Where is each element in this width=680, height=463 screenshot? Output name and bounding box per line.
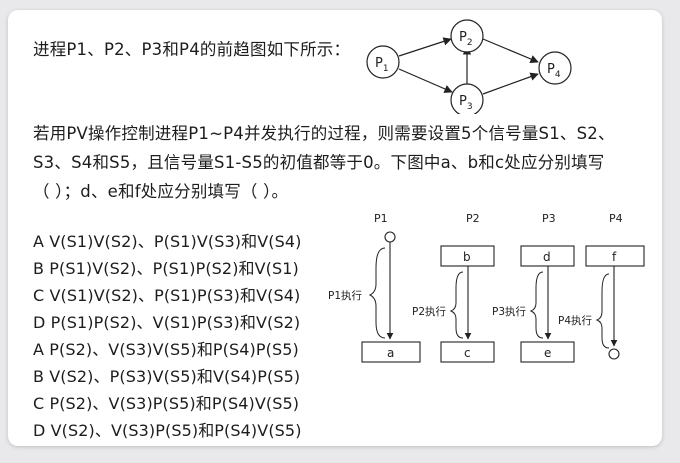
precedence-edge-p1-p2 bbox=[398, 37, 452, 57]
precedence-edge-p1-p3 bbox=[398, 68, 453, 93]
header-p2: P2 bbox=[466, 212, 480, 225]
question-line-1: 若用PV操作控制进程P1~P4并发执行的过程，则需要设置5个信号量S1、S2、 bbox=[33, 124, 615, 143]
question-line-2: S3、S4和S5，且信号量S1-S5的初值都等于0。下图中a、b和c处应分别填写 bbox=[33, 153, 605, 172]
box-a bbox=[361, 341, 421, 363]
box-d-label: d bbox=[543, 250, 551, 264]
p3-brace bbox=[529, 271, 544, 339]
box-b-label: b bbox=[463, 250, 471, 264]
option-7: C P(S2)、V(S3)P(S5)和P(S4)V(S5) bbox=[33, 394, 300, 413]
precedence-edge-p3-p4 bbox=[482, 72, 539, 95]
option-1: A V(S1)V(S2)、P(S1)V(S3)和V(S4) bbox=[33, 232, 302, 251]
p3-exec-label: P3执行 bbox=[492, 305, 527, 318]
question-card: 进程P1、P2、P3和P4的前趋图如下所示： P1 P2 P3 P4 若 bbox=[8, 10, 662, 446]
svg-text:P1: P1 bbox=[375, 56, 389, 74]
p4-brace bbox=[595, 273, 610, 349]
svg-text:P3: P3 bbox=[459, 94, 473, 112]
question-line-3: （ ）；d、e和f处应分别填写（ ）。 bbox=[33, 182, 289, 201]
box-a-label: a bbox=[387, 346, 394, 360]
box-c bbox=[440, 341, 495, 363]
precedence-graph: P1 P2 P3 P4 bbox=[366, 19, 572, 114]
header-p4: P4 bbox=[609, 212, 623, 225]
node-p2: P2 bbox=[450, 19, 484, 53]
svg-text:P4: P4 bbox=[547, 62, 561, 80]
option-5: A P(S2)、V(S3)V(S5)和P(S4)P(S5) bbox=[33, 340, 299, 359]
box-f-label: f bbox=[612, 250, 617, 264]
option-8: D V(S2)、V(S3)P(S5)和P(S4)V(S5) bbox=[33, 421, 302, 440]
box-f bbox=[585, 245, 645, 267]
svg-text:P2: P2 bbox=[459, 30, 473, 48]
p2-brace bbox=[449, 271, 464, 339]
process-diagram: P1 P2 P3 P4 P1执行 a b P2执行 c d P3执行 e f P… bbox=[328, 212, 645, 363]
p2-exec-label: P2执行 bbox=[412, 305, 447, 318]
node-p1: P1 bbox=[366, 45, 400, 79]
header-p3: P3 bbox=[542, 212, 556, 225]
node-p3: P3 bbox=[450, 83, 484, 114]
p4-end-node bbox=[608, 348, 620, 360]
p1-brace bbox=[368, 247, 386, 339]
option-2: B P(S1)V(S2)、P(S1)P(S2)和V(S1) bbox=[33, 259, 299, 278]
option-3: C V(S1)V(S2)、P(S1)P(S3)和V(S4) bbox=[33, 286, 301, 305]
box-e-label: e bbox=[544, 346, 551, 360]
p1-start-node bbox=[384, 231, 396, 243]
box-e bbox=[520, 341, 575, 363]
option-4: D P(S1)P(S2)、V(S1)P(S3)和V(S2) bbox=[33, 313, 301, 332]
p4-exec-label: P4执行 bbox=[558, 314, 593, 327]
option-6: B V(S2)、P(S3)V(S5)和V(S4)P(S5) bbox=[33, 367, 301, 386]
node-p4: P4 bbox=[538, 51, 572, 85]
question-intro: 进程P1、P2、P3和P4的前趋图如下所示： bbox=[33, 40, 351, 59]
box-c-label: c bbox=[464, 346, 471, 360]
header-p1: P1 bbox=[374, 212, 388, 225]
precedence-edge-p2-p4 bbox=[482, 38, 539, 63]
p1-exec-label: P1执行 bbox=[328, 289, 363, 302]
